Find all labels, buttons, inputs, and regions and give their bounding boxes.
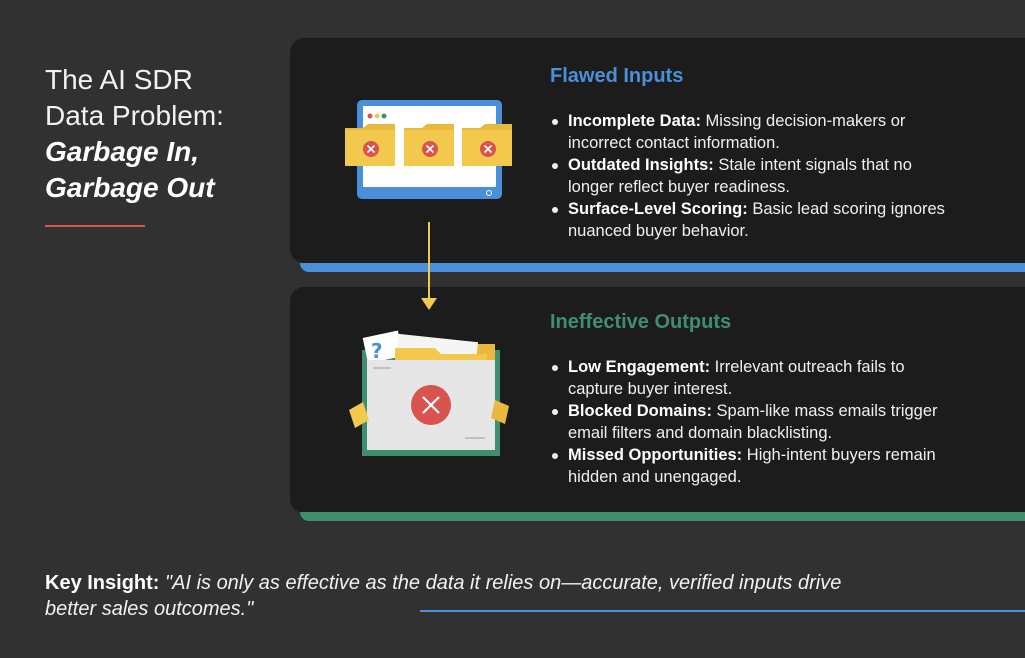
svg-text:?: ? (371, 339, 383, 363)
title-block: The AI SDR Data Problem: Garbage In, Gar… (45, 62, 285, 206)
error-folder-icon: ? (345, 330, 515, 465)
list-item: Missed Opportunities: High-intent buyers… (550, 445, 960, 488)
title-underline (45, 225, 145, 227)
bullet-label: Outdated Insights: (568, 156, 714, 174)
list-item: Incomplete Data: Missing decision-makers… (550, 111, 960, 154)
monitor-with-error-folders-icon (345, 98, 515, 207)
down-arrow-icon (419, 222, 439, 319)
flawed-inputs-list: Incomplete Data: Missing decision-makers… (550, 111, 960, 243)
ineffective-outputs-heading: Ineffective Outputs (550, 311, 732, 333)
bullet-label: Missed Opportunities: (568, 446, 743, 464)
key-insight-quote: "AI is only as effective as the data it … (45, 572, 842, 620)
ineffective-outputs-list: Low Engagement: Irrelevant outreach fail… (550, 357, 960, 489)
list-item: Low Engagement: Irrelevant outreach fail… (550, 357, 960, 400)
insight-underline (420, 610, 1025, 612)
bullet-text: Stale intent signals that no longer refl… (568, 156, 912, 196)
bullet-text: Missing decision-makers or incorrect con… (568, 112, 906, 152)
title-line-1: The AI SDR (45, 64, 193, 95)
title-emphasis-1: Garbage In, (45, 136, 200, 167)
bullet-text: Spam-like mass emails trigger email filt… (568, 402, 938, 442)
bullet-text: Basic lead scoring ignores nuanced buyer… (568, 200, 945, 240)
bullet-label: Low Engagement: (568, 358, 711, 376)
ineffective-outputs-accent-bar (300, 512, 1025, 521)
bullet-label: Surface-Level Scoring: (568, 200, 748, 218)
bullet-label: Blocked Domains: (568, 402, 712, 420)
flawed-inputs-accent-bar (300, 263, 1025, 272)
key-insight: Key Insight: "AI is only as effective as… (45, 570, 845, 622)
list-item: Blocked Domains: Spam-like mass emails t… (550, 401, 960, 444)
bullet-text: High-intent buyers remain hidden and une… (568, 446, 936, 486)
bullet-label: Incomplete Data: (568, 112, 701, 130)
flawed-inputs-card: Flawed Inputs Incomplete Data: Missing d… (290, 38, 1025, 263)
list-item: Surface-Level Scoring: Basic lead scorin… (550, 199, 960, 242)
flawed-inputs-heading: Flawed Inputs (550, 65, 684, 87)
list-item: Outdated Insights: Stale intent signals … (550, 155, 960, 198)
bullet-text: Irrelevant outreach fails to capture buy… (568, 358, 905, 398)
key-insight-label: Key Insight: (45, 572, 160, 594)
title-line-2: Data Problem: (45, 100, 224, 131)
title-emphasis-2: Garbage Out (45, 172, 215, 203)
